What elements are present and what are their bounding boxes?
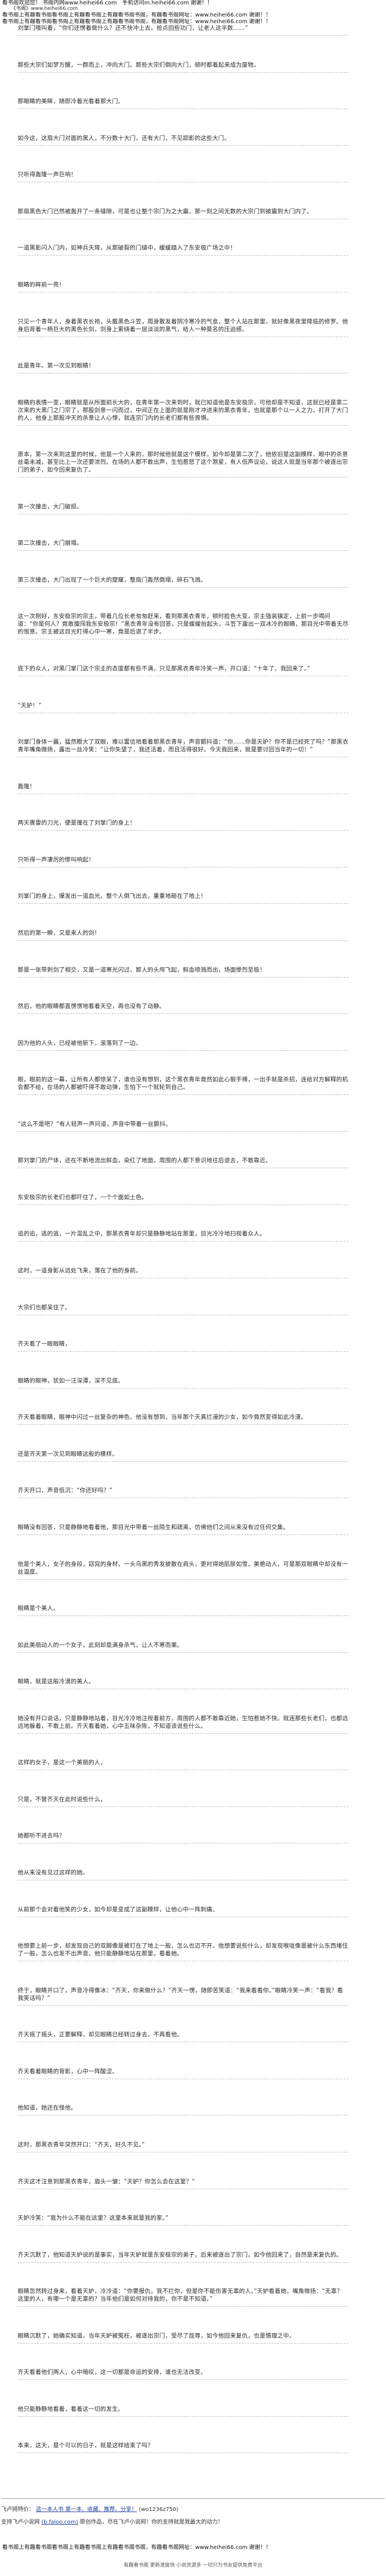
chapter-paragraph: 眼睛是个美人。 — [18, 1604, 349, 1617]
chapter-paragraph: 只听得一声凄厉的惨叫响起！ — [18, 856, 349, 867]
header-notice-line: 看书阁上有趣看书阁看书阁上有趣看书阁上有趣看书阁书阁，有趣看书阁网址：www.h… — [2, 12, 271, 18]
chapter-paragraph: 第一次撞击，大门破损。 — [18, 503, 349, 514]
chapter-paragraph: 齐天开口，声音低沉：“你还好吗？” — [18, 1487, 349, 1499]
chapter-paragraph: 只是，不管齐天在此时说些什么， — [18, 1796, 349, 1807]
chapter-paragraph: 他只能静静地看着，看着这一切的发生。 — [18, 2405, 349, 2417]
footer-divider — [1, 2495, 385, 2499]
chapter-paragraph: 眼睛的表情一变，眼睛就是从所面前长大的，在青年第一次来到时，就已知道他是东安极宗… — [18, 399, 349, 426]
chapter-paragraph: 眼睛没有回答，只是静静地看着他，那目光中带着一丝陌生和疏离，仿佛他们之间从来没有… — [18, 1523, 349, 1535]
chapter-paragraph: 齐天这才注意到那黑衣青年，眉头一皱：“天妒？你怎么会在这里？” — [18, 2178, 349, 2189]
chapter-paragraph: 他从来没有见过这样的她。 — [18, 1869, 349, 1880]
chapter-paragraph: 她没有开口说话，只是静静地站着，目光冷冷地注视着前方，周围的人都不敢靠近她，生怕… — [18, 1715, 349, 1734]
chapter-paragraph: 齐天看着眼睛的背影，心中一阵酸涩。 — [18, 2068, 349, 2079]
chapter-paragraph: 这时，那黑衣青年突然开口：“齐天，好久不见。” — [18, 2141, 349, 2152]
chapter-paragraph: 底下的众人，对黑门掌门这个宗主的态度都有些不满，只见那黑衣青年冷笑一声，开口道：… — [18, 665, 349, 676]
chapter-paragraph: 眼睛的眼神，犹如一汪深潭，深不见底。 — [18, 1377, 349, 1389]
chapter-paragraph: 齐天沉默了，他知道天妒说的是事实，当年天妒就是东安极宗的弟子，后来被逐出了宗门，… — [18, 2251, 349, 2263]
chapter-paragraph: 他知道，她还在怪他。 — [18, 2104, 349, 2116]
footer-promo-prefix: 飞卢网特价： — [1, 2507, 34, 2513]
chapter-paragraph: 齐天摇了摇头，正要解释，却见眼睛已经转过身去，不再看他。 — [18, 2031, 349, 2043]
chapter-paragraph: 眼睛忽然转过身来，看着天妒，冷冷道：“你要报仇，我不拦你，但是你不能伤害无辜的人… — [18, 2287, 349, 2307]
chapter-paragraph: 天妒冷笑：“我为什么不能在这里？这里本来就是我的家。” — [18, 2214, 349, 2226]
footer-promo-row: 飞卢网特价： 这一本人书 第一本、收藏、推荐、分享！ (wo1236z750) — [1, 2504, 385, 2513]
site-header: 看书阁欢迎您！ 书阁内网www.heihei66.com 手机访问m.heihe… — [0, 0, 386, 25]
chapter-paragraph: 那眼睛的美眸，随即冷着光看着那大门。 — [18, 97, 349, 110]
chapter-paragraph: 然后，他的眼睛都直愣愣地看着天空，再也没有了动静。 — [18, 1002, 349, 1015]
bottom-notice: 看书阁上有趣看书阁看书阁上有趣看书阁上有趣看书阁书阁，有趣看书阁网址：www.h… — [2, 2545, 271, 2551]
header-notice-line-2: 看书阁上有趣看书阁看书阁上有趣看书阁上有趣看书阁书阁，有趣看书阁网址：www.h… — [2, 19, 271, 25]
chapter-paragraph: 这时，一道身影从远处飞来，落在了他的身前。 — [18, 1267, 349, 1278]
chapter-content: 刘掌门哦叫着，“你们还愣着做什么？还不快冲上去，抢点回些功门，让老人这半数……”… — [18, 24, 349, 2479]
chapter-paragraph: 这一次刚好，东安极宗的宗主，带着几位长老匆匆赶来，看到那黑衣青年，顿时脸色大变，… — [18, 612, 349, 640]
chapter-paragraph: 刘掌门哦叫着，“你们还愣着做什么？还不快冲上去，抢点回些功门，让老人这半数……” — [18, 24, 349, 36]
chapter-paragraph: 齐天看着眼睛，眼神中闪过一丝复杂的神色，他没有想到，当年那个天真烂漫的少女，如今… — [18, 1413, 349, 1425]
chapter-paragraph: 还是齐天第一次见到眼睛这般的模样。 — [18, 1450, 349, 1462]
chapter-paragraph: 从前那个会对着他笑的少女，如今却是变成了这副模样，让他心中一阵刺痛。 — [18, 1906, 349, 1917]
footer-support-prefix: 支持飞卢小说网 — [1, 2519, 40, 2525]
chapter-paragraph: 然后的第一瞬，又是来人的剑！ — [18, 929, 349, 941]
chapter-paragraph: 眼睛沉默了，她确实知道，当年天妒被冤枉，被逐出宗门，受尽了屈辱，如今他回来复仇，… — [18, 2332, 349, 2344]
footer-promo-link[interactable]: 这一本人书 第一本、收藏、推荐、分享！ — [36, 2507, 137, 2513]
chapter-paragraph: 他想要上前一步，却发现自己的双脚像是被钉在了地上一般，怎么也迈不开。他想要说些什… — [18, 1942, 349, 1962]
chapter-paragraph: 如今这，这扇大门对面的黑人，不分数十大门，还有大门，不见踪影的这些大门。 — [18, 134, 349, 146]
chapter-paragraph: 第二次撞击，大门崩塌。 — [18, 539, 349, 551]
chapter-paragraph: 那是一张带刺剑了相交，又是一道寒光闪过，那人的头颅飞起，鲜血喷溅而出，场面惨烈至… — [18, 966, 349, 978]
chapter-paragraph: 刘掌门的身上，爆发出一道血光，整个人倒飞出去，重重地砸在了地上！ — [18, 892, 349, 904]
header-welcome-line: 看书阁欢迎您！ 书阁内网www.heihei66.com 手机访问m.heihe… — [2, 0, 213, 6]
chapter-paragraph: 如此美丽动人的一个女子，此刻却是满身杀气，让人不寒而栗。 — [18, 1641, 349, 1653]
chapter-paragraph: 原本，第一次来到这里的时候，他是一个人来的，那时候他就是这个模样，如今却是第二次… — [18, 451, 349, 478]
chapter-paragraph: 只见一个青年人，身着黑衣长袍，头戴黑色斗笠，周身散发着阴冷寒冷的气息，整个人站在… — [18, 318, 349, 337]
chapter-paragraph: 他是个美人，女子的身段，窈窕的身材，一头乌黑的秀发披散在肩头，更衬得她肌肤如雪，… — [18, 1560, 349, 1580]
chapter-paragraph: 一道黑影闪入门内，如神兵天降，从那破裂的门缝中，缓缓踏入了东安极广场之中！ — [18, 244, 349, 256]
chapter-paragraph: 眼睛，就是这般冷漠的美人。 — [18, 1678, 349, 1690]
footer-promo-code: (wo1236z750) — [138, 2507, 179, 2513]
chapter-paragraph: 两天骤雷的刀光，便是撞在了刘掌门的身上！ — [18, 819, 349, 831]
chapter-paragraph: 此是青年。第一次见到眼睛！ — [18, 362, 349, 374]
chapter-paragraph: 刘掌门身体一震，猛然瞪大了双眼，难以置信地看着那黑衣青年，声音颤抖道：“你……你… — [18, 738, 349, 758]
footer-support-link[interactable]: (b.faloo.com) — [41, 2519, 78, 2525]
chapter-paragraph: 追的追，逃的逃，一片混乱之中，那黑衣青年却只是静静地站在那里，目光冷冷地扫视着众… — [18, 1230, 349, 1242]
chapter-paragraph: 这样的女子，是这一个美丽的人， — [18, 1759, 349, 1771]
chapter-paragraph: 那些大宗们如梦方醒，一群而上，冲向大门。那些大宗们倒向大门，顿时都着起来成为废物… — [18, 61, 349, 73]
chapter-paragraph: 眼，眼前的这一幕，让所有人都惊呆了，谁也没有想到，这个黑衣青年竟然如此心狠手辣，… — [18, 1076, 349, 1096]
chapter-paragraph: 只听得轰隆一声巨响！ — [18, 171, 349, 183]
chapter-paragraph: 那扇黑色大门已然被轰开了一条缝隙，可是也让整个宗门为之大震，那一刻之间无数的大宗… — [18, 208, 349, 219]
chapter-paragraph: 第三次撞击，大门出现了一个巨大的窟窿，整扇门轰然倒塌，碎石飞溅。 — [18, 576, 349, 588]
chapter-paragraph: “天妒！” — [18, 702, 349, 713]
footer-links: 飞卢网特价： 这一本人书 第一本、收藏、推荐、分享！ (wo1236z750) … — [1, 2495, 385, 2530]
chapter-paragraph: 东安极宗的长老们也都吓住了，一个个面如土色。 — [18, 1194, 349, 1205]
chapter-paragraph: “这么不是吧？”有人轻声一声问道，声音中带着一丝颤抖。 — [18, 1120, 349, 1132]
chapter-paragraph: 齐天看着他们两人，心中暗叹，这一切都是命运的安排，谁也无法改变。 — [18, 2368, 349, 2380]
header-sub-link[interactable]: 《书阁》www.heihei66.com — [11, 6, 78, 12]
footer-support-suffix: 原创作品，尽在飞卢小说网！你的支持就是我最大的动力！ — [79, 2519, 223, 2525]
chapter-paragraph: 因为他的人头，已经被他斩下，滚落到了一边。 — [18, 1039, 349, 1051]
chapter-paragraph: 大宗们也都呆住了。 — [18, 1304, 349, 1315]
footer-support-row: 支持飞卢小说网 (b.faloo.com) 原创作品，尽在飞卢小说网！你的支持就… — [1, 2517, 385, 2525]
chapter-paragraph: 本来，这天，是个可以的日子，就是这样结束了吗？ — [18, 2442, 349, 2454]
chapter-paragraph: 终于，眼睛开口了，声音冷得像冰：“齐天，你来做什么？”齐天一愣，随即苦笑道：“我… — [18, 1987, 349, 2006]
chapter-paragraph: 轰隆！ — [18, 783, 349, 794]
chapter-paragraph: 眼睛的眸前一亮！ — [18, 281, 349, 292]
chapter-paragraph: 齐天看了一眼眼睛， — [18, 1340, 349, 1352]
chapter-paragraph: 那刘掌门的尸体，还在不断地流出鲜血，染红了地面，周围的人都下意识地往后退去，不敢… — [18, 1157, 349, 1169]
chapter-paragraph: 她都听不进去吗？ — [18, 1832, 349, 1844]
bottom-credit: 有趣看书阁 更新速度快 小说资源多 一切只为书友提供免费平台 — [124, 2563, 262, 2568]
